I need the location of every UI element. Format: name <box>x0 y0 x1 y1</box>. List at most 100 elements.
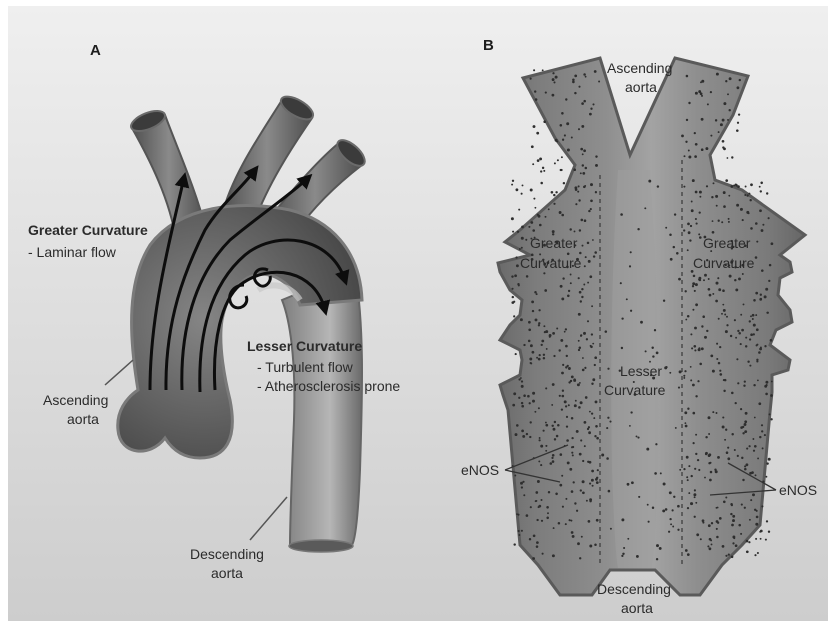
enos-dot <box>701 118 704 121</box>
enos-dot <box>702 315 705 318</box>
enos-dot <box>696 533 699 536</box>
enos-dot <box>724 439 726 441</box>
enos-dot <box>532 400 535 403</box>
enos-dot <box>587 320 589 322</box>
enos-dot <box>718 288 721 291</box>
enos-dot <box>560 169 562 171</box>
enos-dot <box>545 424 548 427</box>
enos-dot <box>684 155 686 157</box>
enos-dot <box>521 402 523 404</box>
enos-dot <box>585 256 587 258</box>
enos-dot <box>768 217 770 219</box>
enos-dot <box>694 489 696 491</box>
enos-dot <box>755 222 758 225</box>
enos-dot <box>703 279 705 281</box>
enos-dot <box>566 425 568 427</box>
enos-dot <box>574 186 577 189</box>
enos-dot <box>678 278 681 281</box>
enos-dot <box>565 498 567 500</box>
enos-dot <box>526 275 529 278</box>
enos-dot <box>528 340 531 343</box>
lesser-curvature-sub2-a: - Atherosclerosis prone <box>257 378 400 394</box>
enos-dot <box>637 228 639 230</box>
enos-dot <box>589 275 592 278</box>
enos-dot <box>538 439 540 441</box>
enos-dot <box>578 128 580 130</box>
enos-dot <box>530 344 533 347</box>
panel-b-letter: B <box>483 37 494 54</box>
enos-dot <box>691 201 693 203</box>
enos-dot <box>578 185 580 187</box>
enos-dot <box>559 395 561 397</box>
enos-dot <box>645 350 647 352</box>
enos-dot <box>636 435 638 437</box>
enos-dot <box>562 390 564 392</box>
enos-dot <box>709 479 712 482</box>
enos-dot <box>580 439 582 441</box>
enos-dot <box>515 433 518 436</box>
enos-dot <box>755 292 758 295</box>
enos-dot <box>552 78 555 81</box>
enos-dot <box>744 423 747 426</box>
enos-dot <box>562 277 564 279</box>
enos-dot <box>536 293 538 295</box>
enos-dot <box>731 556 734 559</box>
enos-dot <box>760 182 763 185</box>
enos-dot <box>745 412 748 415</box>
enos-dot <box>683 377 685 379</box>
enos-dot <box>723 390 725 392</box>
enos-dot <box>704 336 707 339</box>
enos-dot <box>533 198 535 200</box>
enos-dot <box>697 459 699 461</box>
enos-dot <box>708 524 711 527</box>
enos-dot <box>582 357 584 359</box>
enos-dot <box>590 183 593 186</box>
enos-dot <box>542 167 544 169</box>
enos-dot <box>581 536 583 538</box>
enos-dot <box>744 420 747 423</box>
enos-dot <box>522 435 525 438</box>
greater-curvature-left-b-2: Curvature <box>520 255 582 271</box>
enos-dot <box>529 402 531 404</box>
enos-dot <box>521 247 523 249</box>
enos-dot <box>732 542 734 544</box>
enos-dot <box>555 493 558 496</box>
enos-dot <box>701 148 704 151</box>
enos-dot <box>725 330 728 333</box>
enos-dot <box>539 437 541 439</box>
enos-dot <box>530 362 532 364</box>
enos-dot <box>560 453 563 456</box>
enos-dot <box>545 216 547 218</box>
enos-dot <box>578 313 581 316</box>
enos-dot <box>565 345 568 348</box>
enos-dot <box>660 472 662 474</box>
enos-dot <box>687 479 689 481</box>
enos-dot <box>765 476 767 478</box>
enos-dot <box>762 447 764 449</box>
enos-dot <box>552 94 555 97</box>
enos-dot <box>584 445 586 447</box>
enos-dot <box>518 534 520 536</box>
enos-dot <box>696 223 698 225</box>
enos-dot <box>694 516 696 518</box>
enos-dot <box>691 475 693 477</box>
enos-dot <box>708 454 711 457</box>
enos-dot <box>687 507 689 509</box>
enos-dot <box>566 416 568 418</box>
enos-dot <box>560 285 563 288</box>
enos-dot <box>521 486 523 488</box>
greater-curvature-right-b-2: Curvature <box>693 255 755 271</box>
enos-dot <box>584 265 586 267</box>
enos-dot <box>567 149 570 152</box>
enos-dot <box>587 282 589 284</box>
enos-dot <box>558 349 560 351</box>
enos-dot <box>565 405 567 407</box>
enos-dot <box>536 545 539 548</box>
enos-dot <box>572 454 574 456</box>
enos-dot <box>701 347 704 350</box>
enos-dot <box>692 412 695 415</box>
enos-dot <box>588 431 591 434</box>
enos-dot <box>516 424 519 427</box>
enos-dot <box>574 502 576 504</box>
enos-dot <box>753 324 756 327</box>
